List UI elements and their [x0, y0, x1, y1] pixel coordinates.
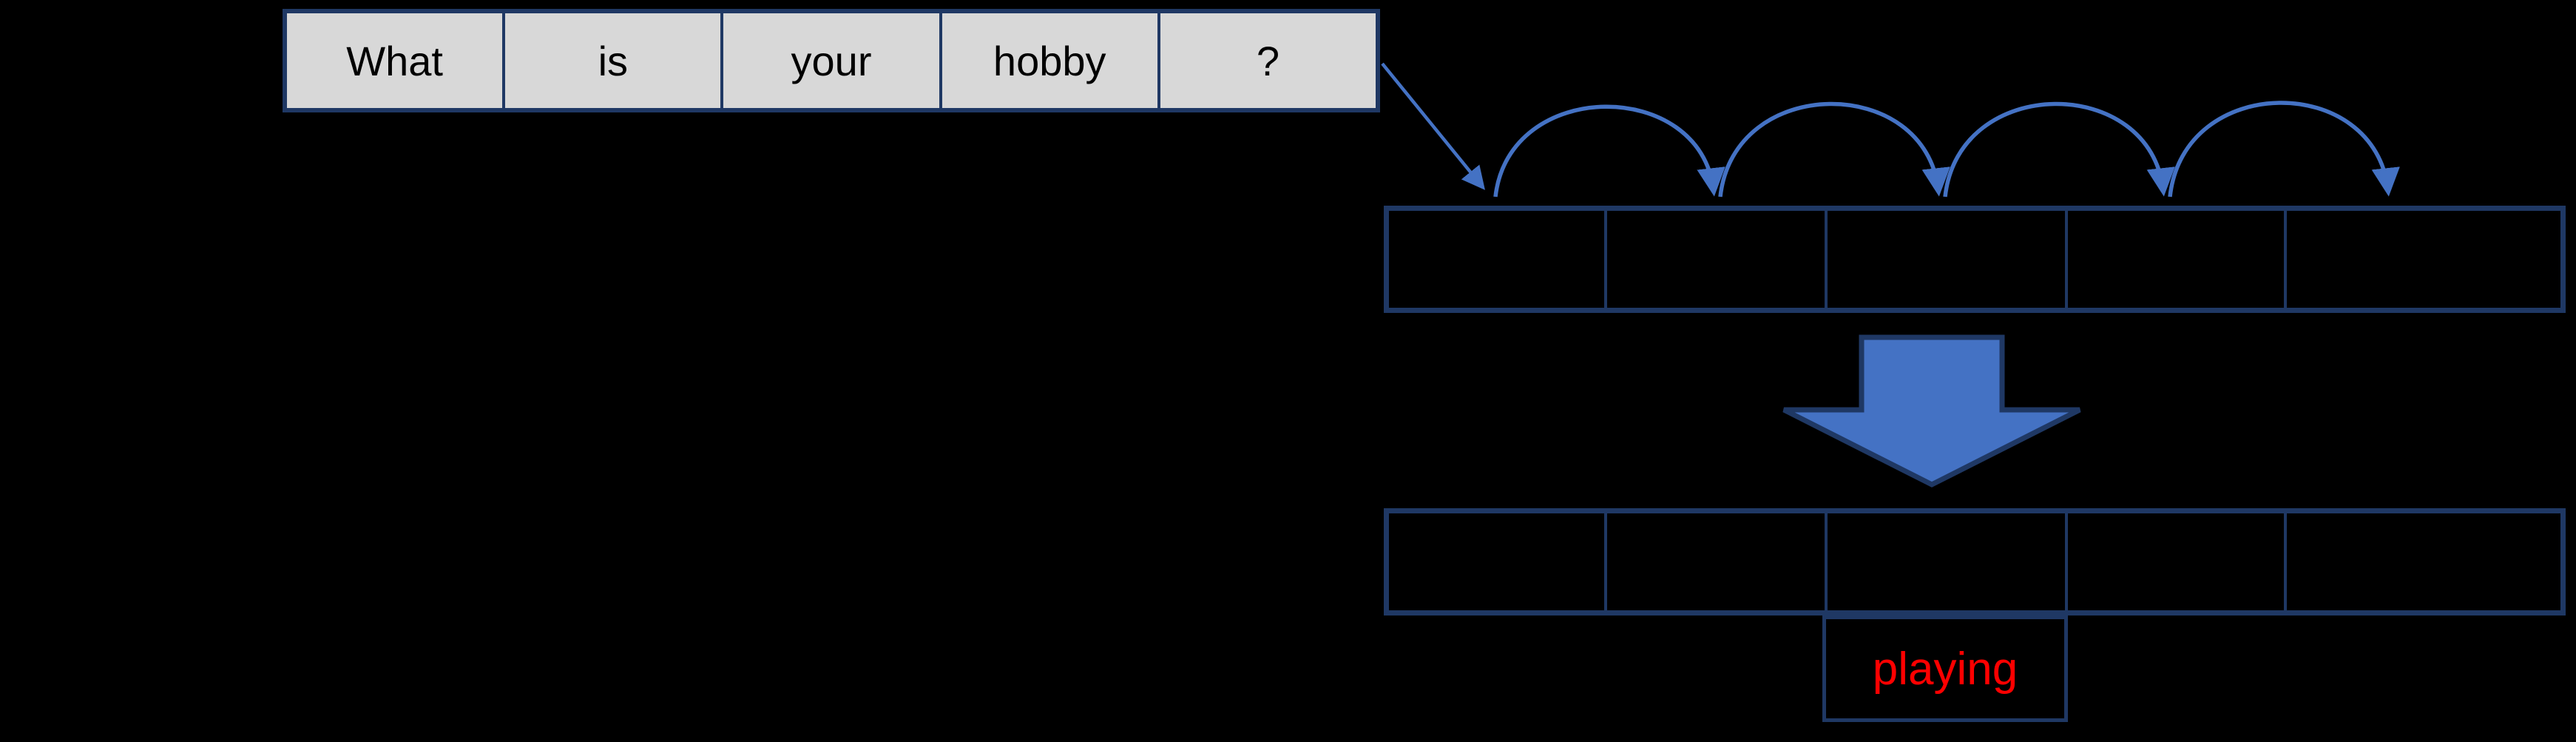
empty-slot-cell [1825, 513, 2065, 610]
sentence-word-cell: is [502, 13, 720, 108]
output-word-box: playing [1822, 615, 2068, 722]
decoder-slot-row [1384, 508, 2566, 615]
sentence-word-cell: ? [1157, 13, 1376, 108]
hop-arc-arrow-icon [1943, 101, 2175, 198]
sentence-word-cell: hobby [939, 13, 1157, 108]
empty-slot-cell [2065, 513, 2284, 610]
empty-slot-cell [1825, 211, 2065, 308]
empty-slot-cell [1389, 513, 1604, 610]
input-flow-arrow-icon [1381, 62, 1485, 190]
hop-arc-arrow-icon [1493, 104, 1725, 198]
empty-slot-cell [2284, 513, 2560, 610]
encoder-slot-row [1384, 206, 2566, 313]
empty-slot-cell [1604, 211, 1825, 308]
empty-slot-cell [2284, 211, 2560, 308]
empty-slot-cell [2065, 211, 2284, 308]
hop-arc-arrow-icon [2168, 101, 2400, 198]
empty-slot-cell [1389, 211, 1604, 308]
sentence-word-cell: your [720, 13, 939, 108]
empty-slot-cell [1604, 513, 1825, 610]
sentence-word-cell: What [346, 37, 443, 84]
output-word-label: playing [1872, 643, 2018, 695]
transform-down-arrow-icon [1782, 334, 2081, 488]
hop-arc-arrow-icon [1718, 101, 1950, 198]
sentence-strip: What is your hobby ? [283, 9, 1380, 112]
